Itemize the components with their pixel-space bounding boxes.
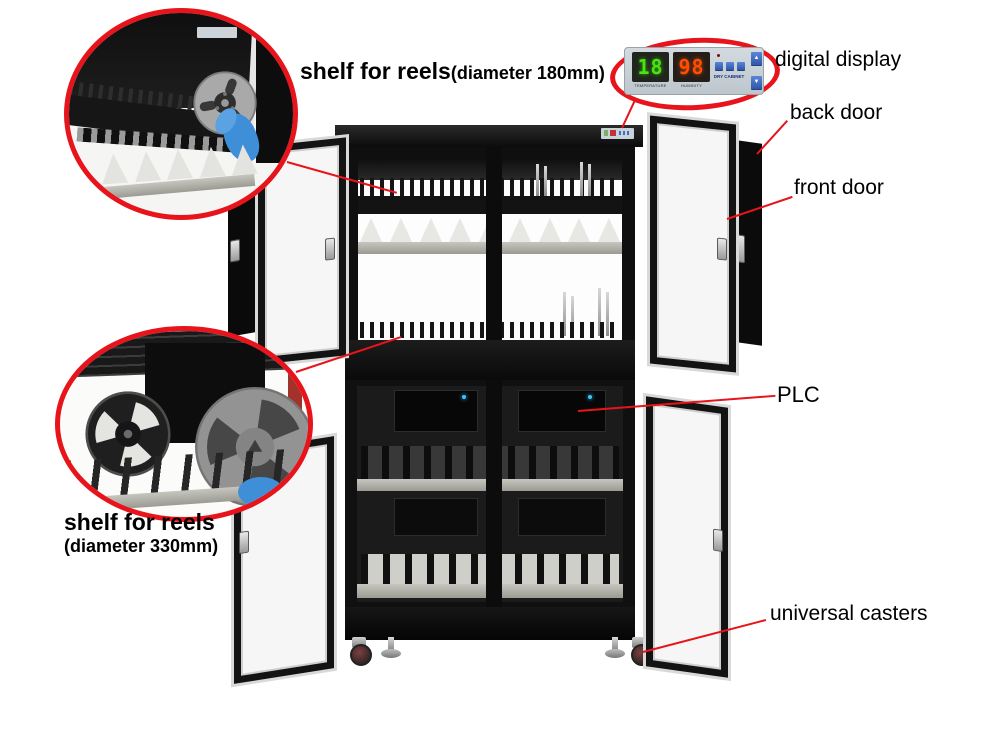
divider-triangle — [197, 145, 226, 178]
inset-shelf-330mm — [55, 326, 313, 522]
callout-shelf-reels-top-detail: (diameter 180mm) — [450, 63, 605, 83]
feeder-clip — [571, 296, 574, 336]
temperature-label: TEMPERATURE — [634, 83, 667, 88]
door-latch — [230, 238, 240, 263]
feeder-clip — [580, 162, 583, 196]
panel-button-2 — [726, 62, 734, 71]
lower-right-front-door — [646, 396, 728, 678]
plc-led — [462, 395, 466, 399]
callout-shelf-reels-left-label: shelf for reels — [64, 509, 215, 535]
caster-wheel — [350, 644, 372, 666]
inset1-display-chip — [197, 27, 237, 38]
divider-triangle — [419, 218, 442, 242]
plc-box-lower-right — [518, 498, 606, 536]
leveling-foot-stem — [388, 637, 394, 650]
plc-box-lower-left — [394, 498, 478, 536]
down-button: ▼ — [751, 76, 762, 90]
feeder-clip — [544, 166, 547, 196]
callout-shelf-reels-left: shelf for reels (diameter 330mm) — [64, 509, 218, 557]
mini-display-red-segment — [610, 130, 616, 136]
leader-digital-display — [621, 97, 637, 129]
callout-shelf-reels-top: shelf for reels(diameter 180mm) — [300, 58, 605, 85]
door-latch — [239, 530, 249, 555]
mini-display-unit — [601, 128, 634, 139]
leveling-foot-base — [381, 649, 401, 658]
plc-led — [588, 395, 592, 399]
callout-universal-casters: universal casters — [770, 602, 928, 625]
panel-button-1 — [715, 62, 723, 71]
feeder-clip — [563, 292, 566, 336]
callout-back-door: back door — [790, 101, 883, 124]
divider-triangle — [132, 150, 161, 183]
feeder-clip — [598, 288, 601, 336]
divider-triangle — [568, 218, 591, 242]
feeder-clip — [606, 292, 609, 336]
upper-right-front-door — [650, 115, 736, 373]
inset1-door-edge — [256, 13, 293, 163]
upper-center-mullion — [486, 147, 502, 347]
plc-box-right — [518, 390, 606, 432]
lower-center-mullion — [486, 380, 502, 608]
cabinet-top-panel — [335, 125, 643, 147]
temperature-value: 18 — [637, 55, 664, 79]
temperature-display: 18 — [632, 52, 669, 82]
callout-plc: PLC — [777, 382, 820, 407]
feeder-clip — [536, 164, 539, 196]
divider-triangle — [538, 218, 561, 242]
door-latch — [713, 528, 723, 553]
leveling-foot-base — [605, 649, 625, 658]
humidity-value: 98 — [678, 55, 705, 79]
divider-triangle — [100, 152, 129, 185]
divider-triangle — [164, 148, 194, 180]
divider-triangle — [508, 218, 531, 242]
feeder-clip — [588, 164, 591, 196]
divider-triangle — [360, 218, 382, 242]
up-button: ▲ — [751, 52, 762, 66]
panel-button-3 — [737, 62, 745, 71]
caster-bracket — [632, 637, 646, 648]
door-latch — [717, 237, 727, 261]
callout-front-door: front door — [794, 176, 884, 199]
callout-shelf-reels-left-detail: (diameter 330mm) — [64, 536, 219, 556]
caster-bracket — [352, 637, 366, 648]
divider-triangle — [229, 143, 258, 176]
divider-triangle — [449, 218, 472, 242]
product-label: DRY CABINET — [713, 74, 745, 79]
digital-display-panel: 18 TEMPERATURE 98 HUMIDITY DRY CABINET ▲… — [624, 47, 764, 95]
leveling-foot-stem — [612, 637, 618, 650]
humidity-display: 98 — [673, 52, 710, 82]
callout-digital-display: digital display — [775, 48, 902, 71]
divider-triangle — [389, 218, 412, 242]
mini-display-green-segment — [604, 130, 608, 136]
callout-shelf-reels-top-label: shelf for reels — [300, 58, 451, 84]
door-latch — [325, 237, 335, 261]
glove-icon — [238, 477, 284, 507]
right-back-door — [731, 140, 762, 346]
humidity-label: HUMIDITY — [681, 83, 702, 88]
divider-triangle — [598, 218, 620, 242]
middle-band — [345, 340, 635, 380]
inset-shelf-180mm — [64, 8, 298, 220]
bottom-band — [345, 607, 635, 640]
leader-back-door — [756, 120, 789, 155]
indicator-led — [717, 54, 720, 57]
mini-display-buttons — [619, 131, 631, 135]
